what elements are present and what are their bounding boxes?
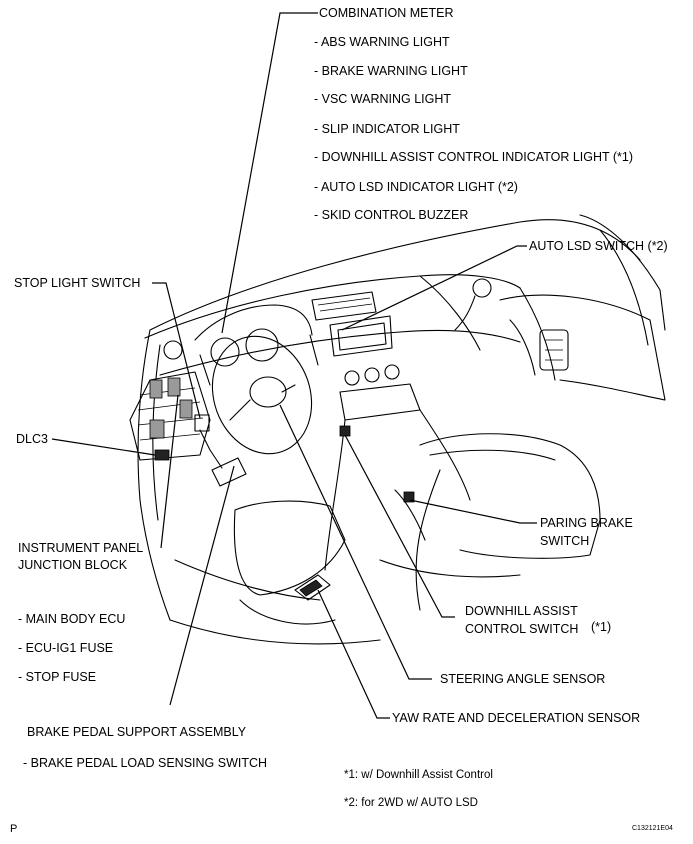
meter-item-vsc: - VSC WARNING LIGHT bbox=[314, 92, 452, 106]
roof-pillar bbox=[579, 214, 666, 331]
footnote-1: *1: w/ Downhill Assist Control bbox=[344, 769, 493, 781]
meter-gauge-right bbox=[245, 328, 279, 362]
junction-item-ecu-ig1: - ECU-IG1 FUSE bbox=[18, 641, 114, 655]
leader-dlc3 bbox=[51, 438, 156, 456]
label-dlc3: DLC3 bbox=[16, 432, 48, 446]
label-brake-pedal-support: BRAKE PEDAL SUPPORT ASSEMBLY bbox=[27, 725, 247, 739]
meter-item-abs: - ABS WARNING LIGHT bbox=[314, 35, 450, 49]
label-instrument-panel-1: INSTRUMENT PANEL bbox=[18, 541, 144, 555]
mirror-knob bbox=[472, 278, 492, 298]
relay-4 bbox=[149, 419, 165, 439]
rear-console bbox=[419, 433, 601, 559]
floor-outline bbox=[169, 619, 381, 645]
relay-2 bbox=[167, 377, 181, 397]
brake-pedal-pad bbox=[211, 457, 247, 487]
junction-item-stop-fuse: - STOP FUSE bbox=[18, 670, 97, 684]
brake-pedal-arm bbox=[199, 429, 223, 469]
climate-knob-right bbox=[384, 364, 400, 380]
center-console bbox=[324, 419, 346, 571]
meter-item-slip: - SLIP INDICATOR LIGHT bbox=[314, 122, 460, 136]
dashboard-top bbox=[144, 274, 521, 339]
label-yaw-rate-sensor: YAW RATE AND DECELERATION SENSOR bbox=[392, 711, 641, 725]
steering-wheel bbox=[211, 335, 313, 455]
leader-yaw-rate bbox=[317, 589, 390, 719]
downhill-switch-mark bbox=[339, 425, 351, 437]
steering-hub bbox=[249, 376, 287, 408]
leader-brake-pedal bbox=[169, 465, 235, 706]
leader-downhill-switch bbox=[344, 434, 455, 618]
label-downhill-switch-note: (*1) bbox=[591, 620, 612, 634]
relay-3 bbox=[179, 399, 193, 419]
seat-left bbox=[233, 500, 346, 596]
door-switch-panel bbox=[539, 329, 569, 371]
climate-knob-center bbox=[364, 367, 380, 383]
label-steering-angle-sensor: STEERING ANGLE SENSOR bbox=[440, 672, 606, 686]
label-combination-meter: COMBINATION METER bbox=[319, 6, 454, 20]
label-stop-light-switch: STOP LIGHT SWITCH bbox=[14, 276, 141, 290]
dashboard-lower bbox=[159, 329, 521, 376]
leader-junction-block bbox=[160, 394, 179, 549]
center-display bbox=[329, 315, 393, 357]
label-brake-pedal-load-switch: - BRAKE PEDAL LOAD SENSING SWITCH bbox=[23, 756, 268, 770]
center-vent bbox=[311, 291, 377, 321]
figure-code: C132121E04 bbox=[632, 825, 673, 832]
meter-item-auto-lsd: - AUTO LSD INDICATOR LIGHT (*2) bbox=[314, 180, 518, 194]
label-paring-brake-1: PARING BRAKE bbox=[540, 516, 633, 530]
footnote-2: *2: for 2WD w/ AUTO LSD bbox=[344, 797, 478, 809]
label-downhill-switch-2: CONTROL SWITCH bbox=[465, 622, 579, 636]
windshield-outline bbox=[149, 219, 641, 331]
yaw-sensor-body bbox=[294, 574, 331, 601]
junction-item-main-body-ecu: - MAIN BODY ECU bbox=[18, 612, 126, 626]
leader-stop-light bbox=[152, 282, 201, 419]
meter-item-brake: - BRAKE WARNING LIGHT bbox=[314, 64, 468, 78]
left-vent bbox=[163, 340, 183, 360]
parking-brake-lever bbox=[394, 489, 426, 541]
a-pillar-line bbox=[599, 229, 649, 346]
meter-item-skid-buzzer: - SKID CONTROL BUZZER bbox=[314, 208, 469, 222]
leader-paring-brake bbox=[409, 499, 537, 524]
label-auto-lsd-switch: AUTO LSD SWITCH (*2) bbox=[529, 239, 668, 253]
meter-item-downhill: - DOWNHILL ASSIST CONTROL INDICATOR LIGH… bbox=[314, 150, 634, 164]
leader-combination-meter bbox=[221, 12, 318, 334]
dlc3-connector bbox=[154, 449, 170, 461]
label-paring-brake-2: SWITCH bbox=[540, 534, 590, 548]
label-instrument-panel-2: JUNCTION BLOCK bbox=[18, 558, 128, 572]
corner-page-mark: P bbox=[10, 823, 18, 835]
right-door bbox=[499, 294, 666, 401]
stop-light-switch-body bbox=[194, 414, 210, 432]
label-downhill-switch-1: DOWNHILL ASSIST bbox=[465, 604, 578, 618]
left-door-trim bbox=[137, 329, 171, 621]
parking-brake-switch-mark bbox=[403, 491, 415, 503]
combination-meter-hood bbox=[194, 304, 313, 341]
leader-steering-angle bbox=[279, 404, 432, 680]
relay-1 bbox=[149, 379, 163, 399]
climate-knob-left bbox=[344, 370, 360, 386]
leader-auto-lsd bbox=[341, 245, 527, 331]
meter-gauge-left bbox=[210, 337, 240, 367]
